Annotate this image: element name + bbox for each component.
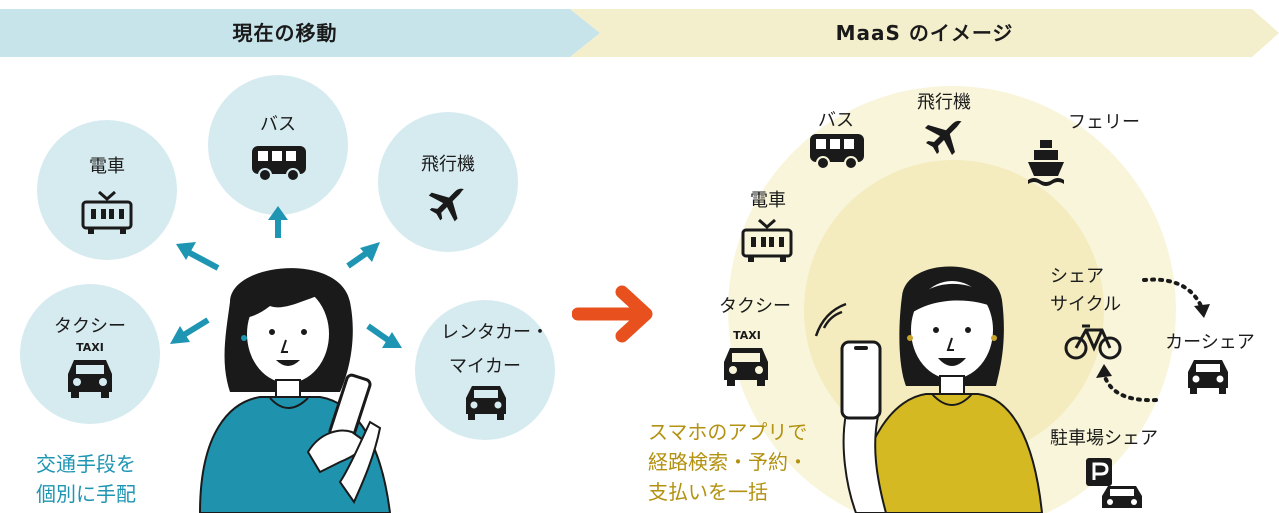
carshare-car-icon <box>1188 360 1228 394</box>
bus-icon <box>252 146 306 182</box>
arrows-to-modes <box>170 206 402 348</box>
car-circle <box>415 300 555 440</box>
current-mobility-title: 現在の移動 <box>232 21 338 45</box>
car-label-line2: マイカー <box>449 356 521 377</box>
maas-caption-line1: スマホのアプリで <box>648 420 808 444</box>
maas-carshare-label: カーシェア <box>1165 332 1255 353</box>
airplane-label: 飛行機 <box>421 154 475 175</box>
bicycle-icon <box>1064 324 1122 360</box>
maas-taxi-icon <box>724 348 768 386</box>
maas-train-label: 電車 <box>750 190 786 211</box>
maas-train-icon <box>741 218 793 262</box>
maas-bus-icon <box>810 134 864 170</box>
taxi-icon <box>68 360 112 398</box>
maas-caption-line2: 経路検索・予約・ <box>648 450 808 474</box>
taxi-sign: TAXI <box>76 341 104 354</box>
bus-label: バス <box>260 114 296 135</box>
maas-bus-label: バス <box>818 110 854 131</box>
bus-circle <box>208 75 348 215</box>
maas-cycle-label-line1: シェア <box>1050 266 1104 287</box>
maas-cycle-label-line2: サイクル <box>1050 294 1122 315</box>
maas-airplane-label: 飛行機 <box>917 92 971 113</box>
taxi-label: タクシー <box>54 316 126 337</box>
airplane-icon <box>428 188 465 222</box>
maas-parking-label: 駐車場シェア <box>1050 428 1158 449</box>
maas-title: MaaS のイメージ <box>835 21 1014 45</box>
transition-arrow-icon <box>572 285 653 343</box>
maas-airplane-icon <box>925 120 962 155</box>
woman-with-phone-illustration <box>198 268 392 513</box>
current-caption-line1: 交通手段を <box>36 452 136 476</box>
current-mobility-banner: 現在の移動 <box>0 9 600 57</box>
maas-ferry-label: フェリー <box>1068 112 1140 133</box>
car-label-line1: レンタカー・ <box>441 322 549 343</box>
maas-taxi-sign: TAXI <box>733 329 761 342</box>
parking-icon <box>1086 458 1142 508</box>
train-circle <box>37 120 177 260</box>
taxi-circle <box>20 284 160 424</box>
ferry-icon <box>1028 140 1064 186</box>
train-label: 電車 <box>89 156 125 177</box>
airplane-circle <box>378 112 518 252</box>
maas-banner: MaaS のイメージ <box>570 9 1279 57</box>
current-caption-line2: 個別に手配 <box>36 482 136 506</box>
car-icon <box>466 386 506 420</box>
dotted-arrows-icon <box>1096 277 1210 403</box>
maas-caption-line3: 支払いを一括 <box>648 480 768 504</box>
train-icon <box>81 190 133 234</box>
maas-taxi-label: タクシー <box>719 296 791 317</box>
woman-using-maas-app-illustration <box>814 266 1044 513</box>
